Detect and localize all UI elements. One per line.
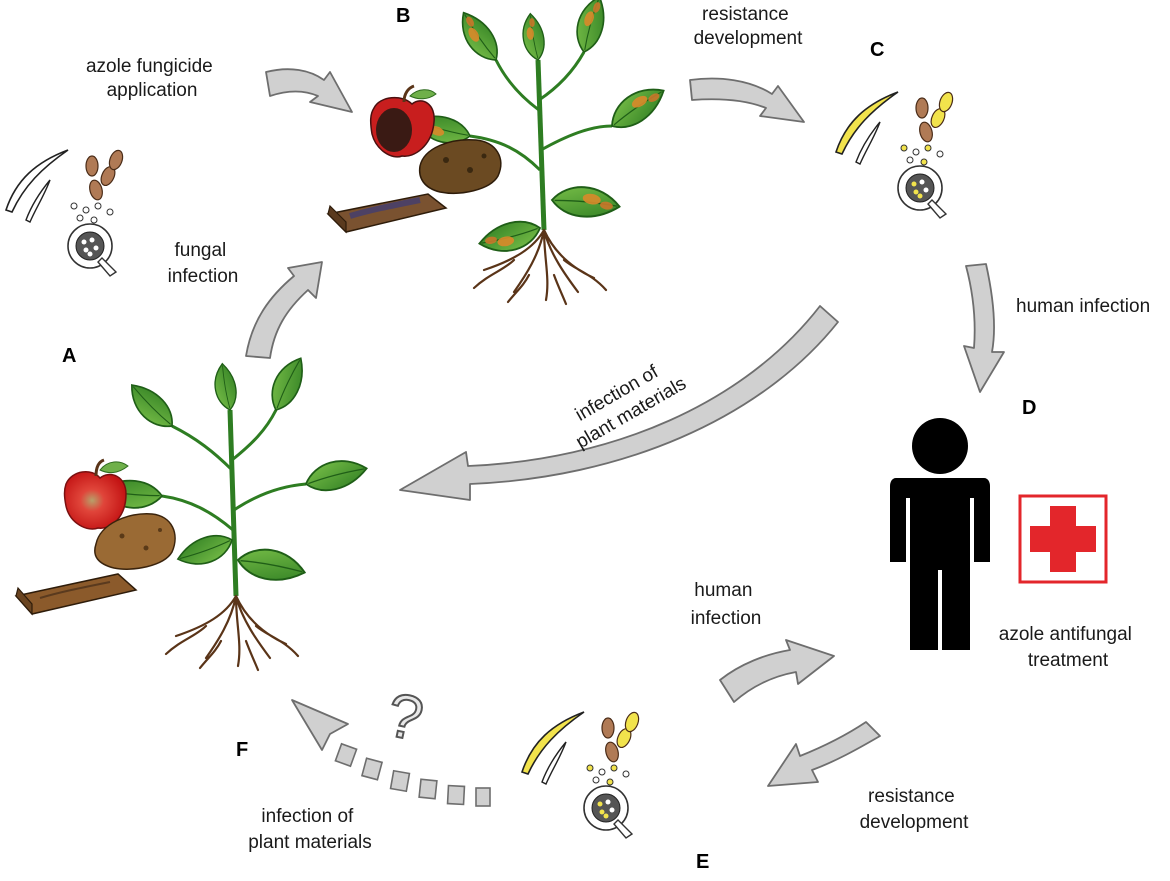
panel-letter-b: B [396, 5, 410, 27]
arrow-fungicide-to-b [265, 68, 353, 113]
dashed-arrow-to-f [334, 742, 491, 807]
red-cross-icon [1018, 494, 1108, 584]
arrow-b-to-c [689, 77, 805, 123]
panel-letter-e: E [696, 851, 709, 873]
question-mark: ? [381, 680, 429, 755]
arrow-a-to-b [245, 261, 323, 359]
arrow-center-infection-plant [399, 305, 839, 501]
label-azole-antifungal: azole antifungal treatment [999, 624, 1137, 671]
panel-letter-d: D [1022, 397, 1036, 419]
label-resistance-top: resistance development [694, 4, 804, 49]
label-azole-fungicide: azole fungicide application [86, 56, 218, 101]
arrow-head-f [291, 699, 349, 751]
panel-letter-f: F [236, 739, 248, 761]
label-infection-plant-bottom: infection of plant materials [248, 806, 372, 853]
fungal-spores-icon [5, 147, 126, 277]
label-fungal-infection: fungal infection [168, 240, 239, 287]
healthy-plant-icon [14, 351, 371, 672]
arrow-d-to-e [767, 721, 881, 787]
label-human-infection-bottom: human infection [691, 580, 762, 629]
panel-letter-c: C [870, 39, 884, 61]
label-resistance-bottom: resistance development [860, 786, 970, 833]
arrow-c-to-d [963, 263, 1005, 393]
arrow-e-to-d [719, 639, 835, 703]
label-human-infection-right: human infection [1016, 296, 1150, 317]
resistant-spores-icon-e [521, 709, 642, 839]
diseased-plant-icon [326, 0, 673, 306]
panel-letter-a: A [62, 345, 76, 367]
resistant-spores-icon [835, 89, 956, 219]
human-figure-icon [890, 418, 990, 650]
